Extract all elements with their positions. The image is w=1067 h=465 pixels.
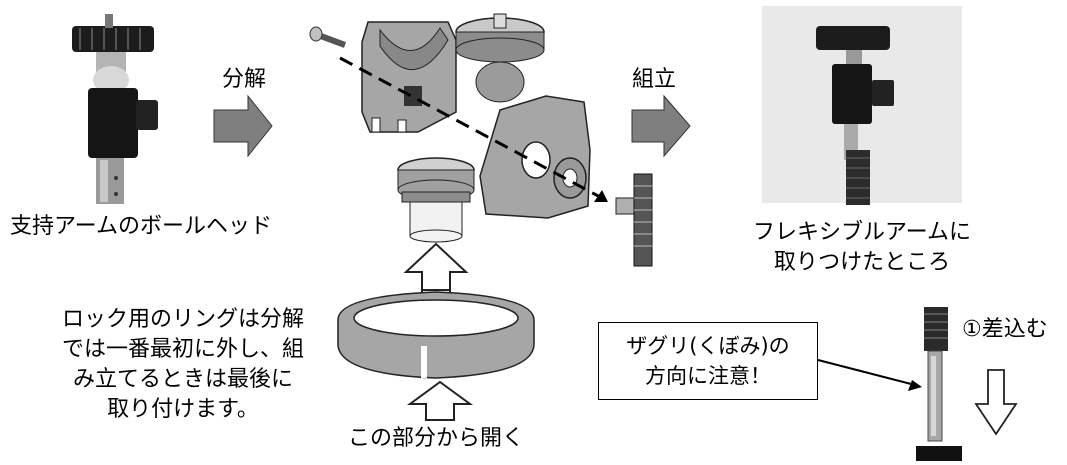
double-arrow: [403, 242, 469, 291]
assembly-axis: [339, 56, 603, 200]
counterbore-note: ザグリ(くぼみ)の 方向に注意！: [598, 322, 818, 400]
lower-clamp: [479, 95, 591, 219]
ball-plate: [455, 13, 545, 103]
ball-head-photo: [40, 10, 180, 204]
flexible-arm-caption-line1: フレキシブルアームに: [752, 220, 972, 245]
flexible-arm-photo: [762, 6, 962, 205]
disassemble-label: 分解: [222, 67, 267, 92]
lock-knob: [615, 173, 653, 267]
upper-clamp: [361, 21, 457, 133]
insert-step-label: ①差込む: [962, 317, 1048, 342]
counterbore-note-line1: ザグリ(くぼみ)の: [626, 334, 790, 358]
lock-ring: [337, 291, 535, 379]
flexible-arm-caption-line2: 取りつけたところ: [773, 250, 951, 275]
exploded-parts: [309, 13, 653, 421]
assemble-arrow: [631, 94, 691, 158]
open-arrow: [406, 380, 474, 421]
insertion-photo: [916, 307, 962, 461]
lock-ring-note-line1: ロック用のリングは分解: [61, 307, 304, 332]
insert-arrow: [974, 369, 1018, 436]
screw: [309, 26, 347, 48]
disassemble-arrow: [213, 94, 273, 158]
assemble-label: 組立: [632, 67, 677, 92]
note-pointer: [817, 359, 916, 386]
collar: [397, 157, 475, 243]
lock-ring-note-line3: み立てるときは最後に: [72, 367, 293, 392]
lock-ring-note-line2: では一番最初に外し、組: [61, 337, 304, 362]
counterbore-note-line2: 方向に注意！: [645, 364, 771, 388]
ball-head-caption: 支持アームのボールヘッド: [10, 214, 273, 239]
lock-ring-note-line4: 取り付けます。: [107, 397, 259, 422]
open-here-label: この部分から開く: [347, 426, 524, 451]
